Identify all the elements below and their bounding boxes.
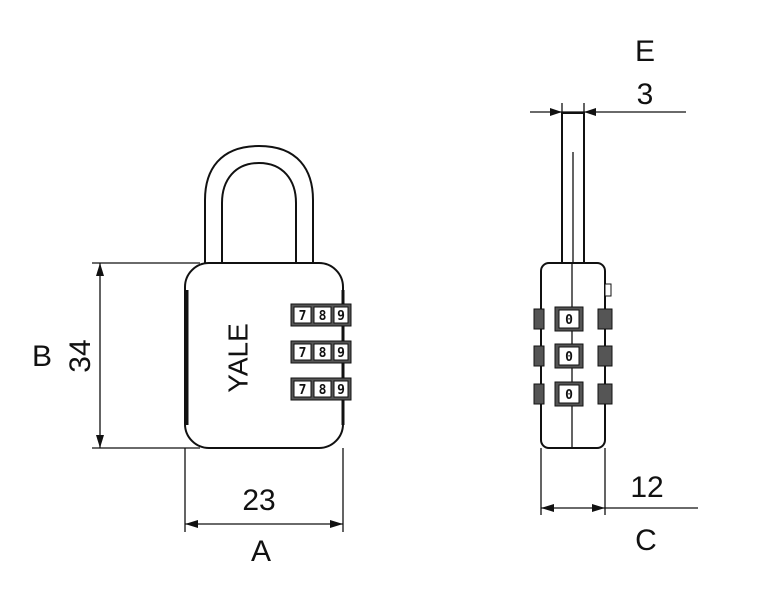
side-dial-row-2: 0 <box>533 343 613 369</box>
side-dial-row-3: 0 <box>533 381 613 407</box>
dial-row-3: 7 8 9 <box>290 377 352 401</box>
dial-digit: 7 <box>299 383 307 398</box>
width-dimension: 23 A <box>184 448 344 568</box>
brand-label: YALE <box>222 323 253 393</box>
width-value: 23 <box>242 484 275 517</box>
front-view: YALE 7 8 9 7 8 9 7 8 9 <box>32 144 352 568</box>
side-dial-digit: 0 <box>565 313 573 328</box>
front-shackle-outer <box>204 144 314 263</box>
shackle-letter: E <box>635 35 655 68</box>
height-value: 34 <box>64 339 97 372</box>
depth-value: 12 <box>630 471 663 504</box>
side-view: 0 0 0 E 3 <box>530 35 698 557</box>
shackle-value: 3 <box>637 78 654 111</box>
width-letter: A <box>251 535 271 568</box>
shackle-dimension: E 3 <box>530 35 686 120</box>
dial-digit: 8 <box>319 346 327 361</box>
dial-digit: 7 <box>299 309 307 324</box>
depth-letter: C <box>635 524 657 557</box>
height-letter: B <box>32 340 52 373</box>
depth-dimension: 12 C <box>540 448 698 557</box>
dial-digit: 8 <box>319 383 327 398</box>
side-dial-digit: 0 <box>565 388 573 403</box>
side-release-button <box>604 283 612 297</box>
dial-digit: 9 <box>337 346 345 361</box>
side-dial-digit: 0 <box>565 350 573 365</box>
height-dimension: B 34 <box>32 262 200 449</box>
front-shackle-inner <box>221 161 297 263</box>
dial-digit: 9 <box>337 309 345 324</box>
dial-digit: 9 <box>337 383 345 398</box>
dial-row-1: 7 8 9 <box>290 303 352 327</box>
dial-digit: 8 <box>319 309 327 324</box>
dial-row-2: 7 8 9 <box>290 340 352 364</box>
side-dial-row-1: 0 <box>533 306 613 332</box>
dial-digit: 7 <box>299 346 307 361</box>
